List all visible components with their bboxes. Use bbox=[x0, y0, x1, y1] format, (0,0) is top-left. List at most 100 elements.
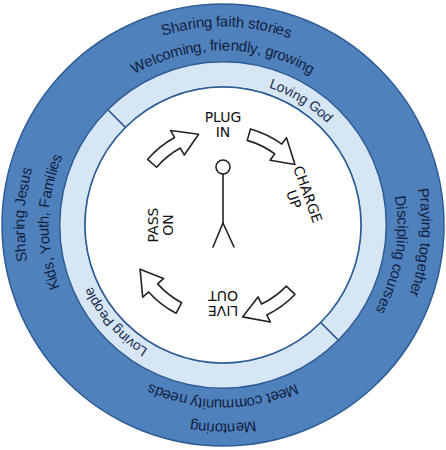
text-glyph: L bbox=[135, 343, 149, 359]
text-glyph: e bbox=[276, 386, 289, 403]
text-glyph: c bbox=[152, 49, 164, 66]
text-glyph: e bbox=[409, 281, 426, 294]
text-glyph: y bbox=[189, 395, 199, 411]
text-glyph: m bbox=[222, 397, 235, 412]
text-glyph bbox=[12, 205, 27, 210]
text-glyph: a bbox=[12, 235, 28, 244]
text-glyph: r bbox=[214, 38, 220, 53]
text-glyph: i bbox=[395, 239, 410, 244]
text-glyph: n bbox=[230, 38, 239, 54]
text-glyph: J bbox=[12, 198, 28, 207]
text-glyph: l bbox=[246, 39, 251, 54]
figure-leg bbox=[213, 223, 223, 247]
text-glyph: g bbox=[392, 250, 408, 261]
text-glyph: r bbox=[407, 289, 423, 299]
text-glyph bbox=[419, 238, 434, 243]
text-glyph: n bbox=[296, 55, 310, 72]
text-glyph: r bbox=[418, 197, 433, 204]
text-glyph: , bbox=[39, 257, 55, 264]
text-glyph: S bbox=[159, 21, 173, 38]
text-glyph: o bbox=[160, 46, 173, 63]
text-glyph bbox=[391, 258, 407, 265]
outer-ring-band: Loving GodLoving PeoplePLUG INCHARGE UPL… bbox=[1, 3, 445, 447]
text-glyph: e bbox=[235, 420, 245, 436]
text-glyph: i bbox=[11, 227, 26, 231]
text-glyph: c bbox=[390, 262, 406, 273]
text-glyph: n bbox=[227, 421, 236, 436]
text-glyph: s bbox=[248, 15, 258, 31]
text-glyph: e bbox=[141, 53, 155, 70]
ring-label: Mentoring bbox=[1, 3, 445, 447]
text-glyph bbox=[261, 392, 269, 408]
text-glyph: D bbox=[393, 195, 409, 208]
text-glyph: w bbox=[283, 49, 299, 67]
text-glyph: o bbox=[387, 269, 404, 281]
text-glyph: n bbox=[419, 222, 434, 230]
text-glyph: r bbox=[383, 285, 399, 295]
text-glyph: c bbox=[254, 393, 264, 409]
text-glyph: n bbox=[205, 397, 214, 413]
text-glyph: i bbox=[288, 85, 297, 99]
ring-label: Discipling courses bbox=[1, 3, 445, 447]
text-glyph: g bbox=[416, 254, 432, 265]
text-glyph: u bbox=[214, 397, 223, 412]
text-glyph: s bbox=[395, 210, 410, 218]
text-glyph: h bbox=[35, 215, 50, 224]
text-glyph: t bbox=[418, 242, 433, 248]
text-glyph: r bbox=[12, 230, 27, 236]
text-glyph bbox=[260, 42, 267, 58]
text-glyph: t bbox=[265, 391, 273, 407]
text-glyph: o bbox=[36, 236, 52, 246]
text-glyph: a bbox=[220, 13, 228, 28]
text-glyph: i bbox=[120, 333, 131, 346]
text-glyph: e bbox=[274, 21, 286, 38]
text-glyph: o bbox=[314, 104, 329, 120]
figure-body bbox=[222, 174, 224, 223]
text-glyph: g bbox=[297, 91, 311, 107]
text-glyph: e bbox=[45, 158, 62, 171]
text-glyph: f bbox=[216, 14, 221, 29]
text-glyph: y bbox=[249, 40, 259, 56]
core-fill bbox=[85, 87, 361, 363]
center-circle: PLUG INCHARGE UPLIVE OUTPASS ON bbox=[85, 87, 361, 363]
text-glyph: i bbox=[44, 166, 59, 174]
cycle-arrow bbox=[242, 120, 305, 172]
text-glyph: g bbox=[109, 323, 124, 338]
text-glyph bbox=[303, 95, 314, 109]
ring-label: Kids, Youth, Families bbox=[1, 3, 445, 447]
text-glyph: e bbox=[13, 189, 29, 199]
text-glyph: m bbox=[234, 396, 248, 412]
text-glyph: l bbox=[43, 170, 58, 177]
text-glyph: y bbox=[419, 211, 434, 219]
text-glyph: K bbox=[45, 278, 62, 292]
text-glyph: g bbox=[192, 39, 202, 55]
text-glyph: l bbox=[149, 51, 158, 66]
text-glyph: s bbox=[15, 182, 31, 192]
text-glyph: s bbox=[18, 166, 34, 177]
text-glyph: d bbox=[152, 385, 165, 402]
text-glyph: g bbox=[12, 210, 27, 219]
text-glyph: t bbox=[255, 16, 262, 31]
text-glyph: e bbox=[168, 390, 180, 407]
text-glyph: a bbox=[177, 17, 188, 33]
ring-label: Meet community needs bbox=[1, 3, 445, 447]
text-glyph: n bbox=[177, 392, 189, 408]
text-glyph: i bbox=[395, 206, 410, 211]
text-glyph: , bbox=[36, 211, 51, 216]
text-glyph: g bbox=[419, 230, 434, 239]
text-glyph: i bbox=[228, 14, 232, 29]
text-glyph: s bbox=[380, 289, 397, 302]
text-glyph: i bbox=[395, 225, 410, 228]
text-glyph bbox=[205, 38, 210, 53]
text-glyph bbox=[106, 320, 119, 332]
text-glyph: e bbox=[414, 262, 430, 273]
figure-leg bbox=[223, 223, 234, 247]
text-glyph: G bbox=[306, 97, 323, 115]
text-glyph: P bbox=[100, 313, 117, 329]
text-glyph: i bbox=[44, 275, 59, 283]
text-glyph: s bbox=[373, 303, 390, 317]
cycle-step-label: LIVE OUT bbox=[208, 288, 238, 319]
text-glyph: n bbox=[195, 14, 205, 30]
text-glyph: M bbox=[284, 382, 301, 401]
